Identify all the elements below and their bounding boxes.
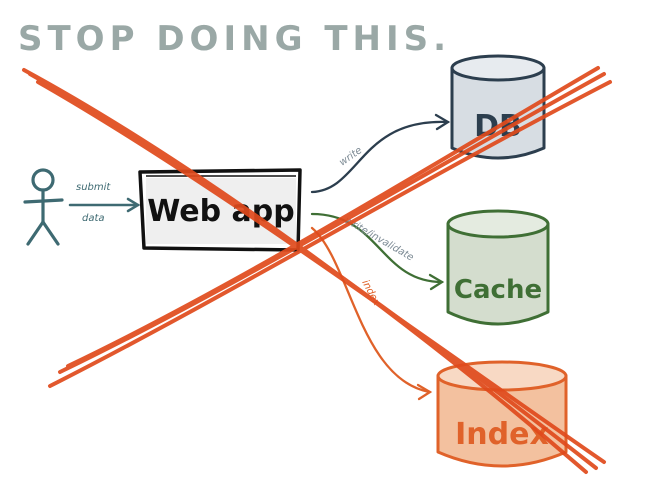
- title-text: STOP DOING THIS.: [18, 19, 451, 59]
- submit-label: submit: [76, 182, 111, 193]
- webapp-label: Web app: [147, 194, 294, 229]
- index-arrow: [310, 226, 433, 401]
- index-label: Index: [455, 417, 549, 452]
- index-cylinder: Index: [436, 360, 568, 468]
- cache-cylinder: Cache: [446, 209, 550, 326]
- data-label: data: [82, 213, 105, 224]
- webapp-node: Web app: [138, 168, 302, 252]
- cross-out-mark: [22, 66, 612, 474]
- write-arrow: [310, 113, 451, 194]
- user-actor-icon: [23, 168, 64, 246]
- submit-data-arrow: [68, 197, 141, 213]
- write-label: write: [337, 145, 364, 168]
- cache-label: Cache: [454, 275, 542, 305]
- cache-arrow: [310, 212, 445, 291]
